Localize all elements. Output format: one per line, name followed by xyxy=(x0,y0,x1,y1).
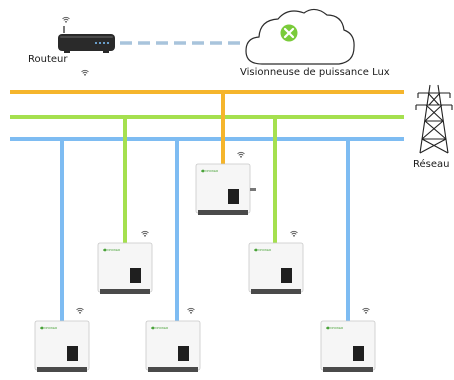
svg-text:LUXPOWER: LUXPOWER xyxy=(326,326,344,330)
power-tower-icon xyxy=(415,84,453,154)
svg-text:LUXPOWER: LUXPOWER xyxy=(254,248,272,252)
grid-label: Réseau xyxy=(413,159,450,170)
router-label: Routeur xyxy=(28,54,68,65)
router-icon xyxy=(58,16,115,77)
cloud-icon xyxy=(245,8,355,65)
svg-text:LUXPOWER: LUXPOWER xyxy=(151,326,169,330)
inverter-top: LUXPOWER xyxy=(195,151,256,216)
svg-text:LUXPOWER: LUXPOWER xyxy=(40,326,58,330)
inverter-bottom-1: LUXPOWER xyxy=(34,307,90,373)
inverter-bottom-3: LUXPOWER xyxy=(320,307,376,373)
inverter-mid-left: LUXPOWER xyxy=(97,230,153,295)
cloud-label: Visionneuse de puissance Lux xyxy=(240,67,390,78)
inverter-bottom-2: LUXPOWER xyxy=(145,307,201,373)
svg-text:LUXPOWER: LUXPOWER xyxy=(201,169,219,173)
inverter-mid-right: LUXPOWER xyxy=(248,230,304,295)
svg-text:LUXPOWER: LUXPOWER xyxy=(103,248,121,252)
